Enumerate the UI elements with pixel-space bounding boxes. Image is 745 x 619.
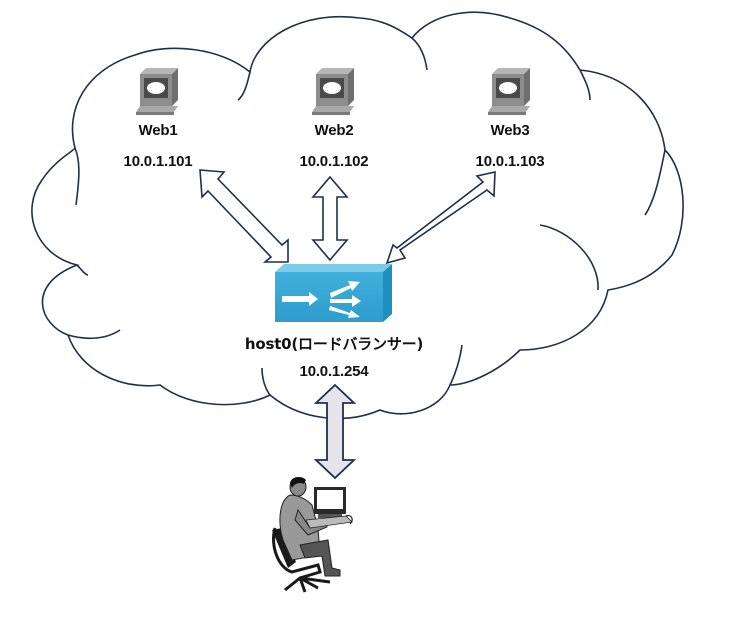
person-legs	[299, 539, 341, 577]
server-name-web1: Web1	[138, 122, 178, 139]
server-name-web2: Web2	[314, 122, 354, 139]
server-top	[492, 68, 530, 74]
server-terminal-icon-web1[interactable]	[136, 68, 178, 115]
server-terminal-icons	[136, 68, 530, 115]
server-terminal-icon-web2[interactable]	[312, 68, 354, 115]
lb-arrows-glyph	[282, 281, 361, 318]
server-name-web3: Web3	[490, 122, 530, 139]
server-base	[488, 106, 530, 112]
server-side	[524, 68, 530, 106]
server-ip-web2: 10.0.1.102	[299, 153, 369, 170]
server-terminal-icon-web3[interactable]	[488, 68, 530, 115]
monitor-base	[318, 514, 342, 518]
arrow-web1-host0	[199, 169, 289, 263]
server-ip-web1: 10.0.1.101	[123, 153, 193, 170]
lb-top-face	[275, 264, 392, 272]
cloud-bump	[449, 344, 463, 386]
mouse-cable	[345, 515, 353, 525]
server-base-edge	[488, 112, 526, 115]
person-hair	[290, 476, 306, 488]
server-base-edge	[312, 112, 350, 115]
server-side	[348, 68, 354, 106]
server-base	[312, 106, 354, 112]
cloud-bump	[539, 224, 599, 291]
cloud-bump	[411, 37, 428, 71]
monitor-screen	[317, 490, 343, 509]
server-top	[140, 68, 178, 74]
cloud-bump	[237, 71, 251, 101]
connection-arrows	[199, 169, 496, 265]
arrow-web2-host0	[311, 175, 349, 262]
server-cloud-glyph	[323, 82, 341, 94]
arrow-client-host0	[313, 383, 357, 480]
cloud-bump	[261, 367, 271, 396]
user-at-workstation-icon[interactable]	[272, 476, 353, 593]
cloud-network-boundary	[31, 11, 684, 420]
cloud-bump	[74, 147, 80, 206]
server-side	[172, 68, 178, 106]
server-cloud-glyph	[499, 82, 517, 94]
load-balancer-ip: 10.0.1.254	[299, 363, 369, 380]
chair	[272, 527, 331, 593]
cloud-bump	[76, 264, 89, 276]
lb-side-face	[383, 264, 392, 322]
cloud-bump	[644, 149, 666, 216]
server-base-edge	[136, 112, 174, 115]
arrow-web3-host0	[385, 170, 496, 265]
chair-back	[272, 528, 296, 568]
server-top	[316, 68, 354, 74]
server-ip-web3: 10.0.1.103	[475, 153, 545, 170]
server-base	[136, 106, 178, 112]
server-cloud-glyph	[147, 82, 165, 94]
cloud-bump	[67, 329, 121, 340]
load-balancer-icon[interactable]	[275, 264, 392, 322]
cloud-bump	[579, 69, 591, 101]
load-balancer-name: host0(ロードバランサー)	[244, 335, 424, 353]
cloud-outline	[31, 11, 684, 420]
